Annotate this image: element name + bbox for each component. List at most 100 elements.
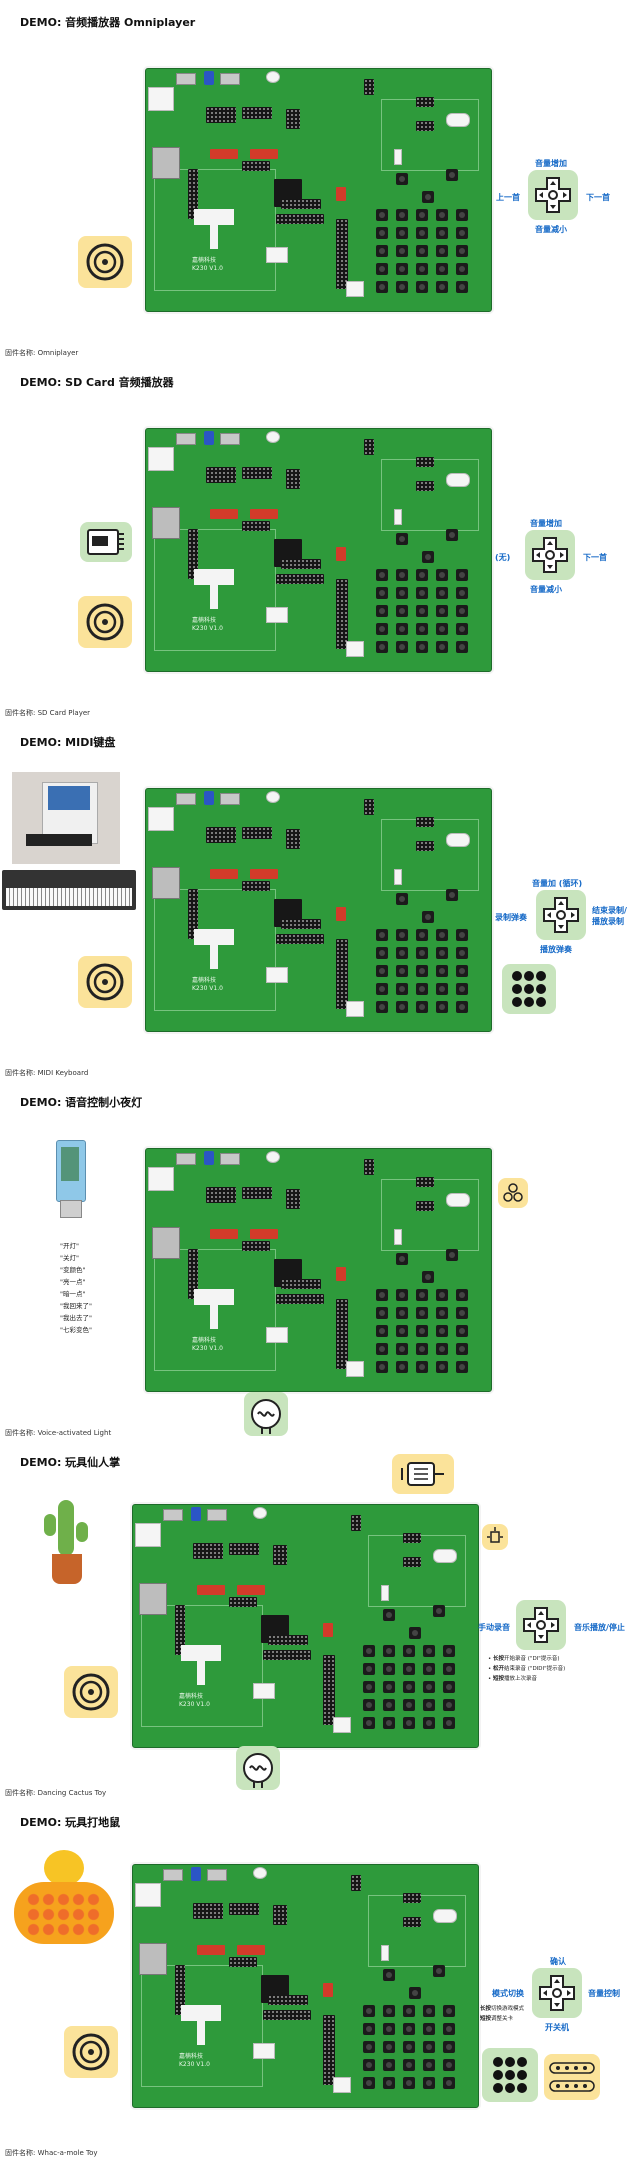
tactile-button (416, 641, 428, 653)
tactile-button (456, 569, 468, 581)
tactile-button (396, 281, 408, 293)
tactile-button (443, 2005, 455, 2017)
usb-port (220, 1153, 240, 1165)
tactile-button (376, 641, 388, 653)
tactile-button (396, 1343, 408, 1355)
red-header (250, 869, 278, 879)
tactile-button (396, 605, 408, 617)
light-sensor-icon (236, 1746, 280, 1790)
usb-port (220, 793, 240, 805)
tactile-button (423, 1663, 435, 1675)
pin-header (286, 1189, 300, 1209)
tactile-button (396, 641, 408, 653)
connector (446, 473, 470, 487)
usb-port (163, 1869, 183, 1881)
pin-header (281, 199, 321, 209)
tactile-button (376, 983, 388, 995)
demo-title: DEMO: MIDI键盘 (20, 736, 116, 749)
tactile-button (416, 1361, 428, 1373)
tactile-button (363, 2023, 375, 2035)
control-label-up: 音量增加 (535, 159, 567, 168)
red-header (210, 149, 238, 159)
tactile-button (436, 1001, 448, 1013)
pin-header (229, 1597, 257, 1607)
speaker-icon (78, 596, 132, 648)
control-label-down: 音量减小 (530, 585, 562, 594)
connector (433, 1549, 457, 1563)
instruction-notes: 长按切换游戏模式 短按调整关卡 (480, 2006, 525, 2022)
tactile-button (422, 191, 434, 203)
tactile-button (376, 605, 388, 617)
red-header (336, 547, 346, 561)
tactile-button (363, 1681, 375, 1693)
tactile-button (416, 227, 428, 239)
potentiometer (191, 1867, 201, 1881)
pin-header (416, 1177, 434, 1187)
mic-connector (266, 1151, 280, 1163)
pin-header (281, 919, 321, 929)
tactile-button (396, 245, 408, 257)
tactile-button (363, 2041, 375, 2053)
sd-card-slot (152, 147, 180, 179)
tactile-button (383, 1969, 395, 1981)
tactile-button (443, 1645, 455, 1657)
pin-header (286, 469, 300, 489)
tactile-button (423, 1645, 435, 1657)
sd-card-slot (139, 1943, 167, 1975)
potentiometer (204, 1151, 214, 1165)
tactile-button (443, 1681, 455, 1693)
tactile-button (376, 1307, 388, 1319)
tactile-button (396, 893, 408, 905)
mic-connector (266, 431, 280, 443)
tactile-button (416, 965, 428, 977)
silk-model: K230 V1.0 (192, 985, 223, 992)
tactile-button (396, 623, 408, 635)
piano-photo (12, 772, 120, 864)
tactile-button (423, 1699, 435, 1711)
usb-port (176, 793, 196, 805)
cactus-toy-photo (44, 1500, 92, 1590)
switch (381, 1585, 389, 1601)
tactile-button (376, 281, 388, 293)
tactile-button (436, 245, 448, 257)
demo-title: DEMO: 音频播放器 Omniplayer (20, 16, 196, 29)
tactile-button (436, 209, 448, 221)
control-label-right-2: 播放录制 (592, 917, 624, 926)
silk-model: K230 V1.0 (192, 1345, 223, 1352)
red-header (250, 509, 278, 519)
tactile-button (409, 1627, 421, 1639)
tactile-button (422, 911, 434, 923)
pin-header (242, 1187, 272, 1199)
tactile-button (436, 587, 448, 599)
usb-plug (60, 1200, 82, 1218)
pin-header (336, 1299, 348, 1369)
connector (346, 1361, 364, 1377)
silk-brand: 嘉楠科技 (192, 977, 217, 984)
usb-port (220, 73, 240, 85)
keypad-grid-icon (482, 2048, 538, 2102)
tactile-button (456, 587, 468, 599)
sd-card-slot (139, 1583, 167, 1615)
pin-header (403, 1917, 421, 1927)
pin-header (276, 214, 324, 224)
control-label-up: 音量增加 (530, 519, 562, 528)
tactile-button (446, 889, 458, 901)
red-header (210, 1229, 238, 1239)
tactile-button (436, 947, 448, 959)
potentiometer (191, 1507, 201, 1521)
dpad-icon (528, 170, 578, 220)
connector (333, 1717, 351, 1733)
speaker-icon (78, 956, 132, 1008)
control-label-right-1: 结束录制/ (592, 906, 627, 915)
tactile-button (436, 263, 448, 275)
tactile-button (416, 587, 428, 599)
firmware-name: 固件名称: MIDI Keyboard (5, 1069, 89, 1077)
tactile-button (383, 1609, 395, 1621)
led-strip-icon (544, 2054, 600, 2100)
mic-connector (253, 1867, 267, 1879)
